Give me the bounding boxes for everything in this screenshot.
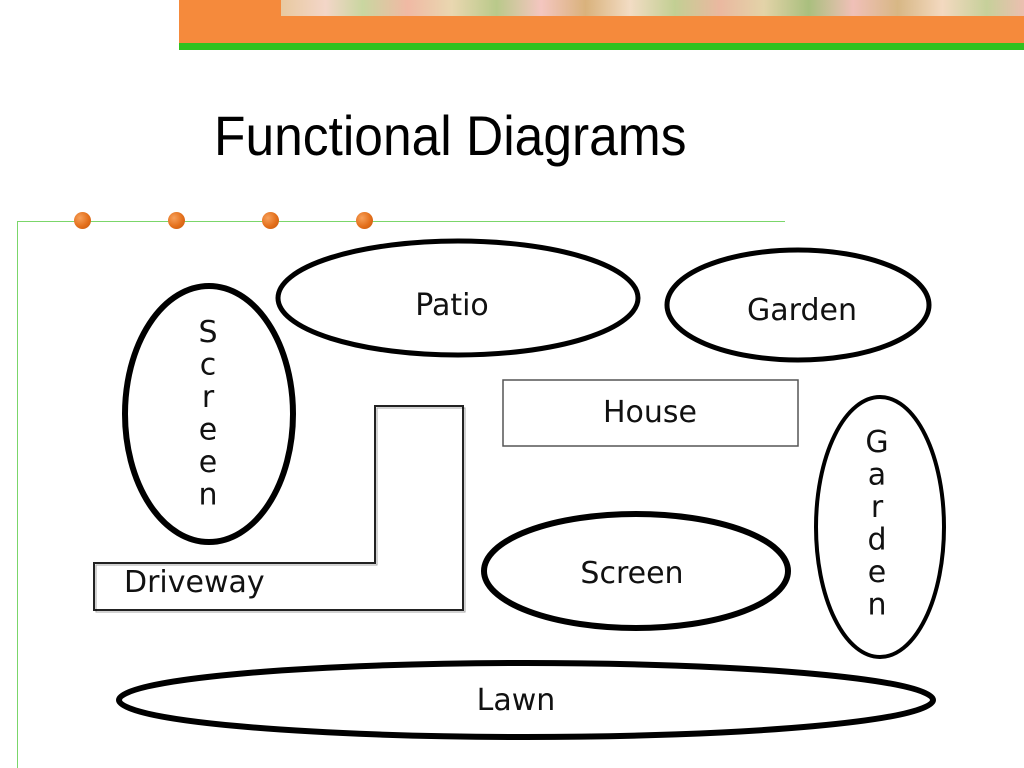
stacked-letter: e: [199, 445, 217, 480]
garden-top-bubble: [664, 247, 932, 363]
screen-center-label: Screen: [580, 556, 683, 591]
driveway-shape: [93, 405, 464, 611]
garden-right-label: Garden: [865, 425, 888, 623]
header-banner: [179, 0, 1024, 50]
patio-label: Patio: [415, 288, 489, 323]
stacked-letter: c: [200, 348, 217, 383]
stacked-letter: r: [871, 490, 884, 525]
driveway-label: Driveway: [124, 565, 265, 600]
garden-right-bubble: [814, 395, 946, 659]
stacked-letter: r: [202, 380, 215, 415]
stacked-letter: e: [199, 413, 217, 448]
garden-top-label: Garden: [747, 293, 857, 328]
screen-left-bubble: [122, 283, 296, 545]
screen-center-bubble: [481, 511, 791, 631]
stacked-letter: d: [867, 523, 886, 558]
screen-left-label: Screen: [198, 315, 217, 513]
lawn-bubble: [116, 660, 936, 740]
banner-floral-strip: [281, 0, 1024, 16]
frame-top-line: [17, 221, 785, 222]
frame-left-line: [17, 221, 18, 768]
house-label: House: [603, 395, 697, 430]
driveway-shadow: [95, 407, 466, 613]
stacked-letter: n: [867, 588, 886, 623]
patio-bubble: [275, 238, 641, 358]
stacked-letter: e: [868, 555, 886, 590]
stacked-letter: G: [865, 425, 888, 460]
bullet-dot: [356, 212, 373, 229]
bullet-dot: [168, 212, 185, 229]
house-box: [502, 379, 799, 447]
bullet-dot: [74, 212, 91, 229]
bullet-dot: [262, 212, 279, 229]
stacked-letter: a: [868, 458, 886, 493]
stacked-letter: S: [198, 315, 217, 350]
stacked-letter: n: [198, 478, 217, 513]
banner-green-stripe: [179, 43, 1024, 50]
lawn-label: Lawn: [477, 683, 556, 718]
slide-title: Functional Diagrams: [214, 104, 687, 167]
